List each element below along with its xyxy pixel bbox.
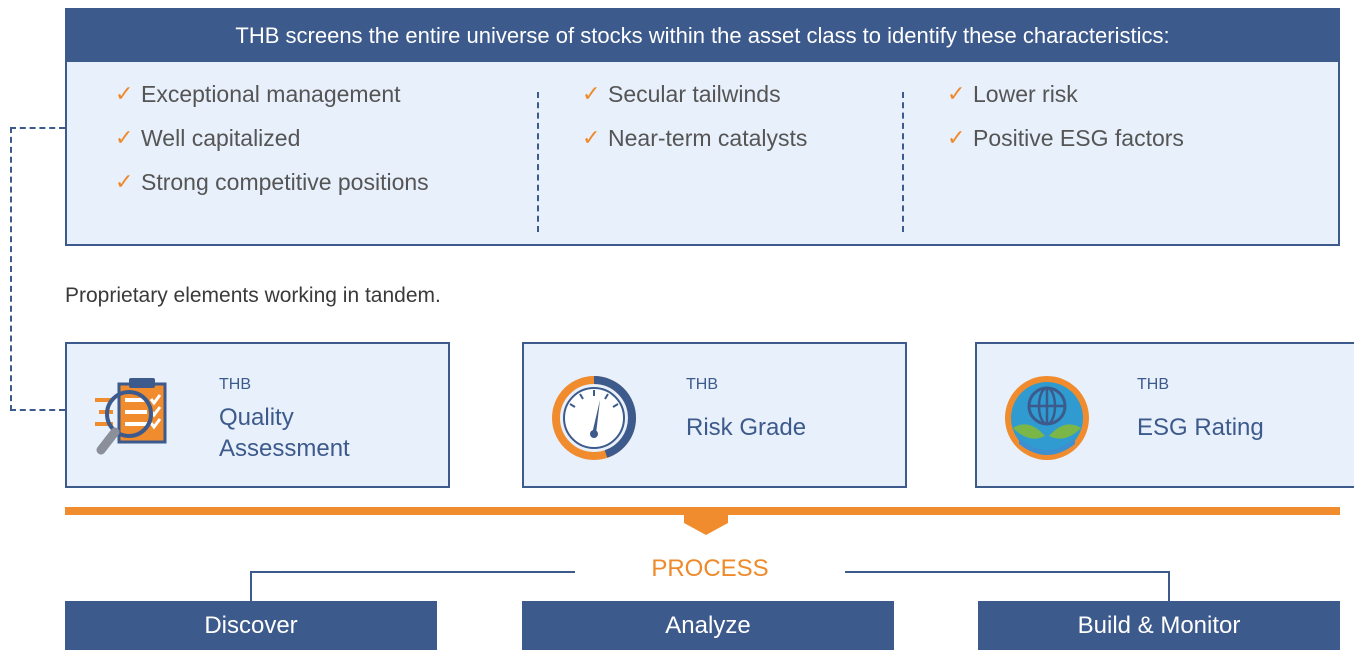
list-item-label: Strong competitive positions bbox=[141, 168, 429, 195]
check-icon: ✓ bbox=[582, 125, 601, 150]
list-item: ✓ Well capitalized bbox=[115, 116, 429, 160]
characteristics-column-3: ✓ Lower risk ✓ Positive ESG factors bbox=[947, 72, 1184, 160]
characteristics-column-1: ✓ Exceptional management ✓ Well capitalize… bbox=[115, 72, 429, 204]
section-subtitle: Proprietary elements working in tandem. bbox=[65, 284, 441, 307]
card-title-line1: Risk Grade bbox=[686, 414, 807, 441]
list-item-label: Lower risk bbox=[973, 80, 1078, 107]
card-risk-grade: THB Risk Grade bbox=[522, 342, 907, 488]
card-title-line1: ESG Rating bbox=[1137, 414, 1264, 441]
card-title-line1: Quality bbox=[219, 404, 294, 431]
column-divider bbox=[537, 92, 539, 232]
card-prefix: THB bbox=[219, 376, 251, 393]
list-item: ✓ Lower risk bbox=[947, 72, 1184, 116]
down-pointer-icon bbox=[684, 513, 728, 535]
check-icon: ✓ bbox=[115, 125, 134, 150]
list-item-label: Near-term catalysts bbox=[608, 124, 808, 151]
check-icon: ✓ bbox=[582, 81, 601, 106]
column-divider bbox=[902, 92, 904, 232]
list-item: ✓ Positive ESG factors bbox=[947, 116, 1184, 160]
list-item-label: Secular tailwinds bbox=[608, 80, 781, 107]
process-divider bbox=[65, 507, 1340, 515]
dashed-connector bbox=[10, 127, 65, 411]
card-prefix: THB bbox=[1137, 376, 1169, 393]
gauge-icon bbox=[552, 376, 637, 460]
stage-build-monitor: Build & Monitor bbox=[978, 601, 1340, 650]
check-icon: ✓ bbox=[947, 125, 966, 150]
check-icon: ✓ bbox=[115, 169, 134, 194]
characteristics-column-2: ✓ Secular tailwinds ✓ Near-term catalysts bbox=[582, 72, 807, 160]
list-item: ✓ Secular tailwinds bbox=[582, 72, 807, 116]
check-icon: ✓ bbox=[947, 81, 966, 106]
list-item: ✓ Exceptional management bbox=[115, 72, 429, 116]
card-quality-assessment: THB Quality Assessment bbox=[65, 342, 450, 488]
process-bracket-right bbox=[845, 571, 1170, 601]
stage-analyze: Analyze bbox=[522, 601, 894, 650]
list-item: ✓ Strong competitive positions bbox=[115, 160, 429, 204]
card-esg-rating: THB ESG Rating bbox=[975, 342, 1354, 488]
globe-leaves-icon bbox=[1005, 376, 1089, 460]
process-label: PROCESS bbox=[651, 555, 769, 582]
check-icon: ✓ bbox=[115, 81, 134, 106]
card-title-line2: Assessment bbox=[219, 435, 350, 462]
list-item-label: Positive ESG factors bbox=[973, 124, 1184, 151]
quality-assessment-icon bbox=[95, 378, 167, 455]
list-item: ✓ Near-term catalysts bbox=[582, 116, 807, 160]
process-bracket-left bbox=[250, 571, 575, 601]
characteristics-panel: THB screens the entire universe of stock… bbox=[65, 8, 1340, 246]
stage-discover: Discover bbox=[65, 601, 437, 650]
card-prefix: THB bbox=[686, 376, 718, 393]
list-item-label: Exceptional management bbox=[141, 80, 401, 107]
list-item-label: Well capitalized bbox=[141, 124, 301, 151]
panel-header: THB screens the entire universe of stock… bbox=[67, 10, 1338, 62]
